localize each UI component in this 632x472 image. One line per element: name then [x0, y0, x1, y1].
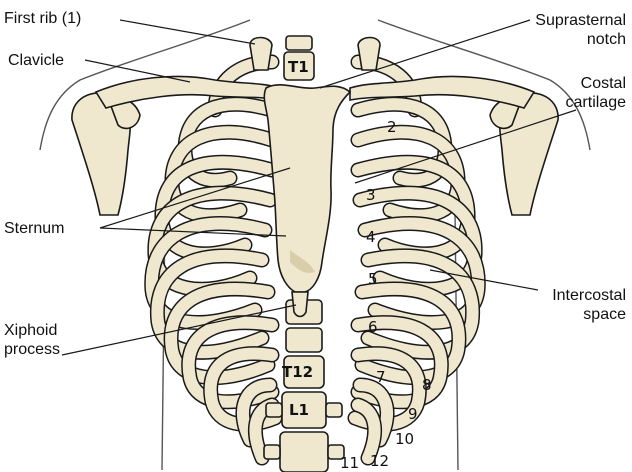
label-sternum: Sternum — [4, 220, 64, 238]
label-clavicle: Clavicle — [8, 52, 64, 70]
rib-number: 3 — [366, 186, 376, 204]
rib-number: 2 — [387, 118, 397, 136]
rib-number: 9 — [408, 405, 418, 423]
label-intercostal-line1: Intercostal — [490, 287, 626, 305]
rib-number: 11 — [340, 454, 359, 472]
t1-vertebra — [250, 36, 380, 80]
label-suprasternal-line1: Suprasternal — [490, 12, 626, 30]
label-intercostal-line2: space — [490, 306, 626, 324]
rib-number: 5 — [368, 270, 378, 288]
rib-number: 12 — [370, 452, 389, 470]
label-xiphoid-line2: process — [4, 341, 60, 359]
label-costal-line1: Costal — [490, 75, 626, 93]
label-xiphoid-line1: Xiphoid — [4, 322, 57, 340]
label-suprasternal-line2: notch — [490, 31, 626, 49]
label-first-rib: First rib (1) — [4, 10, 81, 28]
rib-number: 6 — [368, 318, 378, 336]
vertebra-label-t12: T12 — [282, 363, 313, 381]
right-ribs — [355, 62, 478, 458]
rib-number: 7 — [376, 368, 386, 386]
left-ribs — [152, 62, 275, 458]
vertebra-label-l1: L1 — [289, 401, 309, 419]
left-shoulder — [72, 93, 140, 215]
sternum — [264, 85, 350, 317]
label-costal-line2: cartilage — [490, 94, 626, 112]
vertebra-label-t1: T1 — [288, 58, 309, 76]
rib-number: 8 — [422, 376, 432, 394]
rib-number: 4 — [366, 228, 376, 246]
rib-number: 10 — [395, 430, 414, 448]
